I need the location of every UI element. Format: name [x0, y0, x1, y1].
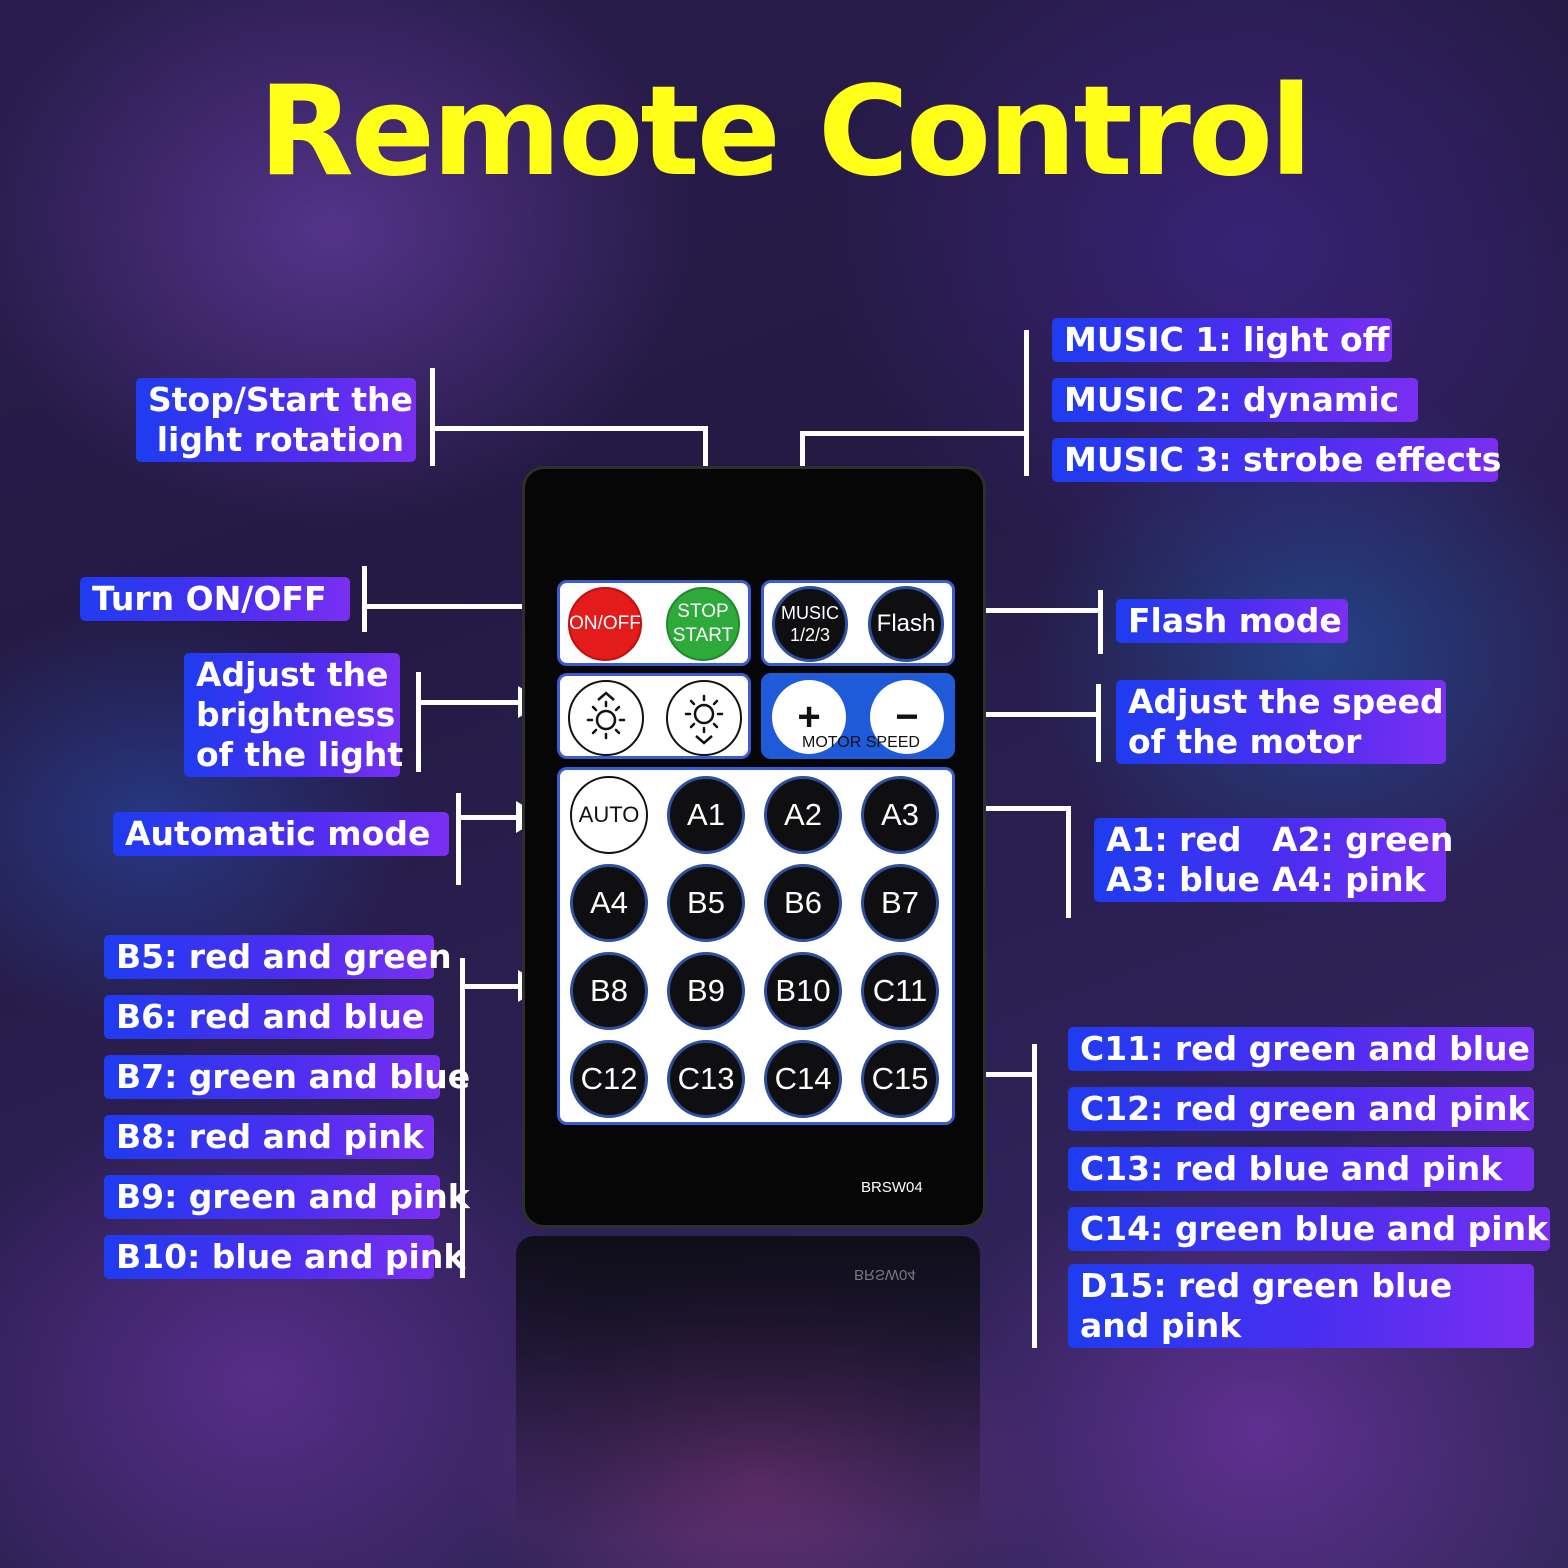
motor-speed-panel: + − MOTOR SPEED	[761, 673, 955, 759]
stop-start-button[interactable]: STOP START	[666, 587, 740, 661]
connector-line	[984, 608, 1103, 613]
mode-button-b7[interactable]: B7	[861, 864, 939, 942]
label-motor-speed: Adjust the speed of the motor	[1116, 680, 1446, 764]
connector-line	[1066, 806, 1071, 918]
label-music-2: MUSIC 2: dynamic	[1052, 378, 1418, 422]
motor-speed-caption: MOTOR SPEED	[802, 734, 920, 751]
label-stop-start: Stop/Start the light rotation	[136, 378, 416, 462]
connector-line	[984, 712, 1101, 717]
connector-line	[1032, 1044, 1037, 1348]
connector-line	[362, 604, 530, 609]
connector-line	[430, 426, 708, 431]
connector-line	[460, 958, 465, 1278]
connector-line	[984, 806, 1070, 811]
connector-line	[1098, 590, 1103, 654]
auto-button[interactable]: AUTO	[570, 776, 648, 854]
label-d15: D15: red green blue and pink	[1068, 1264, 1534, 1348]
label-on-off: Turn ON/OFF	[80, 577, 350, 621]
remote-control: ON/OFF STOP START MUSIC 1/2/3 Flash	[522, 466, 986, 1228]
brightness-up-button[interactable]	[568, 680, 644, 756]
label-flash-mode: Flash mode	[1116, 599, 1348, 643]
label-b8: B8: red and pink	[104, 1115, 434, 1159]
label-c11: C11: red green and blue	[1068, 1027, 1534, 1071]
mode-button-c14[interactable]: C14	[764, 1040, 842, 1118]
brightness-panel	[557, 673, 751, 759]
mode-button-b6[interactable]: B6	[764, 864, 842, 942]
mode-button-c15[interactable]: C15	[861, 1040, 939, 1118]
label-b10: B10: blue and pink	[104, 1235, 465, 1279]
connector-line	[416, 672, 421, 772]
brightness-down-button[interactable]	[666, 680, 742, 756]
mode-button-a2[interactable]: A2	[764, 776, 842, 854]
speed-plus-button[interactable]: +	[772, 680, 846, 754]
connector-line	[456, 793, 461, 885]
connector-line	[416, 700, 520, 705]
page-title: Remote Control	[258, 60, 1312, 204]
connector-line	[703, 426, 708, 496]
mode-button-b9[interactable]: B9	[667, 952, 745, 1030]
label-music-1: MUSIC 1: light off	[1052, 318, 1392, 362]
label-brightness: Adjust the brightness of the light	[184, 653, 403, 777]
label-b6: B6: red and blue	[104, 995, 434, 1039]
connector-line	[1096, 684, 1101, 762]
mode-button-c11[interactable]: C11	[861, 952, 939, 1030]
model-number: BRSW04	[861, 1179, 923, 1196]
label-b7: B7: green and blue	[104, 1055, 470, 1099]
power-panel: ON/OFF STOP START	[557, 580, 751, 666]
connector-line	[1024, 330, 1029, 476]
reflection-model-text: BRSW04	[854, 1266, 916, 1283]
connector-line	[800, 431, 1029, 436]
mode-button-c13[interactable]: C13	[667, 1040, 745, 1118]
connector-line	[430, 368, 435, 466]
brightness-down-icon	[684, 694, 724, 745]
mode-button-b5[interactable]: B5	[667, 864, 745, 942]
music-flash-panel: MUSIC 1/2/3 Flash	[761, 580, 955, 666]
label-b5: B5: red and green	[104, 935, 452, 979]
label-c14: C14: green blue and pink	[1068, 1207, 1550, 1251]
flash-button[interactable]: Flash	[868, 586, 944, 662]
remote-reflection	[516, 1236, 980, 1536]
speed-minus-button[interactable]: −	[870, 680, 944, 754]
label-automatic-mode: Automatic mode	[113, 812, 449, 856]
connector-line	[980, 1072, 1037, 1077]
mode-button-b8[interactable]: B8	[570, 952, 648, 1030]
mode-button-c12[interactable]: C12	[570, 1040, 648, 1118]
mode-button-a3[interactable]: A3	[861, 776, 939, 854]
label-music-3: MUSIC 3: strobe effects	[1052, 438, 1501, 482]
label-c12: C12: red green and pink	[1068, 1087, 1534, 1131]
mode-button-a1[interactable]: A1	[667, 776, 745, 854]
connector-line	[456, 815, 518, 820]
mode-button-b10[interactable]: B10	[764, 952, 842, 1030]
label-b9: B9: green and pink	[104, 1175, 470, 1219]
mode-button-a4[interactable]: A4	[570, 864, 648, 942]
on-off-button[interactable]: ON/OFF	[568, 587, 642, 661]
music-button[interactable]: MUSIC 1/2/3	[772, 586, 848, 662]
connector-line	[460, 984, 520, 989]
connector-line	[362, 566, 367, 632]
label-c13: C13: red blue and pink	[1068, 1147, 1534, 1191]
brightness-up-icon	[586, 691, 626, 740]
